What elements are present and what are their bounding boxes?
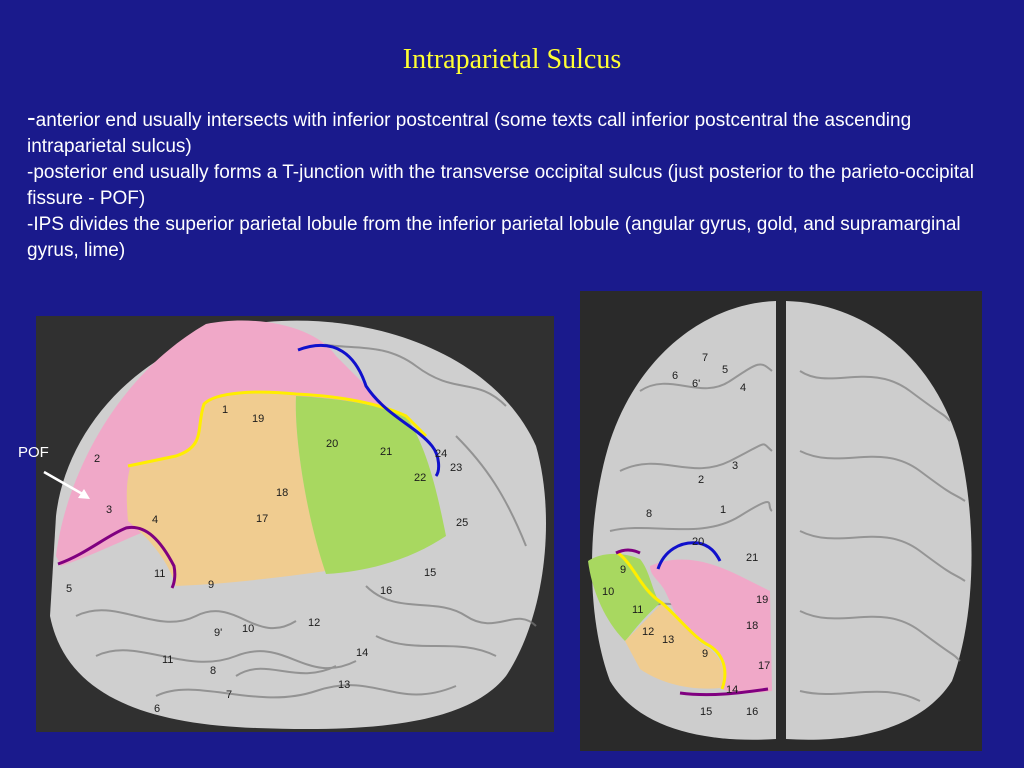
svg-text:17: 17: [758, 660, 770, 672]
bullet-1-dash: -: [27, 102, 36, 132]
bullet-1-text: anterior end usually intersects with inf…: [27, 110, 912, 157]
svg-text:21: 21: [746, 552, 758, 564]
svg-text:15: 15: [700, 706, 712, 718]
svg-text:19: 19: [756, 594, 768, 606]
angular-gyrus: [625, 603, 724, 689]
superior-parietal-lobule: [650, 559, 772, 694]
svg-text:5: 5: [66, 583, 72, 595]
svg-text:4: 4: [740, 382, 746, 394]
svg-text:7: 7: [702, 352, 708, 364]
svg-text:2: 2: [698, 474, 704, 486]
bullet-list: -anterior end usually intersects with in…: [27, 104, 1007, 264]
supramarginal-gyrus: [588, 553, 660, 641]
ips-line: [617, 551, 727, 690]
pof-label: POF: [18, 444, 49, 461]
lateral-brain-illustration: 1 19 2 20 21 24 23 22 18 3 4 17 25 11 9 …: [36, 316, 554, 732]
blue-sulcus-line: [297, 344, 441, 477]
left-figure-labels: 1 19 2 20 21 24 23 22 18 3 4 17 25 11 9 …: [66, 404, 468, 715]
svg-text:8: 8: [646, 508, 652, 520]
pof-arrow-icon: [43, 470, 90, 499]
svg-text:6: 6: [154, 703, 160, 715]
superior-brain-image: 7 5 6 6' 4 3 2 8 1 20 21 9 10 11 19 18 1…: [580, 291, 982, 751]
svg-text:3: 3: [732, 460, 738, 472]
svg-text:12: 12: [308, 617, 320, 629]
superior-brain-illustration: 7 5 6 6' 4 3 2 8 1 20 21 9 10 11 19 18 1…: [580, 291, 982, 751]
bullet-3: -IPS divides the superior parietal lobul…: [27, 214, 961, 261]
svg-text:6': 6': [692, 378, 700, 390]
svg-text:19: 19: [252, 413, 264, 425]
svg-text:9: 9: [702, 648, 708, 660]
lateral-brain-image: 1 19 2 20 21 24 23 22 18 3 4 17 25 11 9 …: [36, 316, 554, 732]
svg-text:11: 11: [154, 568, 165, 580]
purple-sulcus-lower: [679, 687, 769, 697]
svg-text:4: 4: [152, 514, 158, 526]
svg-text:16: 16: [380, 585, 392, 597]
svg-text:3: 3: [106, 504, 112, 516]
svg-text:10: 10: [602, 586, 614, 598]
right-hemisphere: [786, 301, 972, 740]
svg-text:10: 10: [242, 623, 254, 635]
svg-text:23: 23: [450, 462, 462, 474]
angular-gyrus: [126, 393, 327, 586]
gyri-texture: [609, 363, 966, 702]
svg-text:14: 14: [726, 684, 738, 696]
purple-sulcus-line: [57, 525, 177, 589]
svg-text:9': 9': [214, 627, 222, 639]
svg-text:25: 25: [456, 517, 468, 529]
svg-text:5: 5: [722, 364, 728, 376]
svg-text:20: 20: [692, 536, 704, 548]
svg-text:20: 20: [326, 438, 338, 450]
supramarginal-gyrus: [295, 396, 446, 574]
ips-line: [127, 390, 428, 468]
svg-text:11: 11: [632, 604, 643, 616]
svg-text:14: 14: [356, 647, 368, 659]
svg-text:9: 9: [208, 579, 214, 591]
bullet-1: -anterior end usually intersects with in…: [27, 104, 1007, 160]
svg-text:1: 1: [222, 404, 228, 416]
bullet-2: -posterior end usually forms a T-junctio…: [27, 162, 974, 209]
svg-text:13: 13: [662, 634, 674, 646]
svg-text:21: 21: [380, 446, 392, 458]
svg-text:22: 22: [414, 472, 426, 484]
svg-text:1: 1: [720, 504, 726, 516]
purple-sulcus-upper: [615, 548, 641, 555]
right-figure-labels: 7 5 6 6' 4 3 2 8 1 20 21 9 10 11 19 18 1…: [602, 352, 770, 718]
svg-text:16: 16: [746, 706, 758, 718]
svg-text:15: 15: [424, 567, 436, 579]
svg-text:24: 24: [435, 448, 447, 460]
svg-text:8: 8: [210, 665, 216, 677]
svg-text:11: 11: [162, 654, 173, 666]
svg-text:17: 17: [256, 513, 268, 525]
svg-text:7: 7: [226, 689, 232, 701]
superior-parietal-lobule: [56, 320, 386, 566]
slide-title: Intraparietal Sulcus: [402, 44, 622, 75]
svg-text:6: 6: [672, 370, 678, 382]
svg-text:18: 18: [746, 620, 758, 632]
blue-sulcus-line: [656, 541, 722, 570]
svg-text:13: 13: [338, 679, 350, 691]
svg-text:9: 9: [620, 564, 626, 576]
svg-text:2: 2: [94, 453, 100, 465]
svg-text:18: 18: [276, 487, 288, 499]
svg-text:12: 12: [642, 626, 654, 638]
